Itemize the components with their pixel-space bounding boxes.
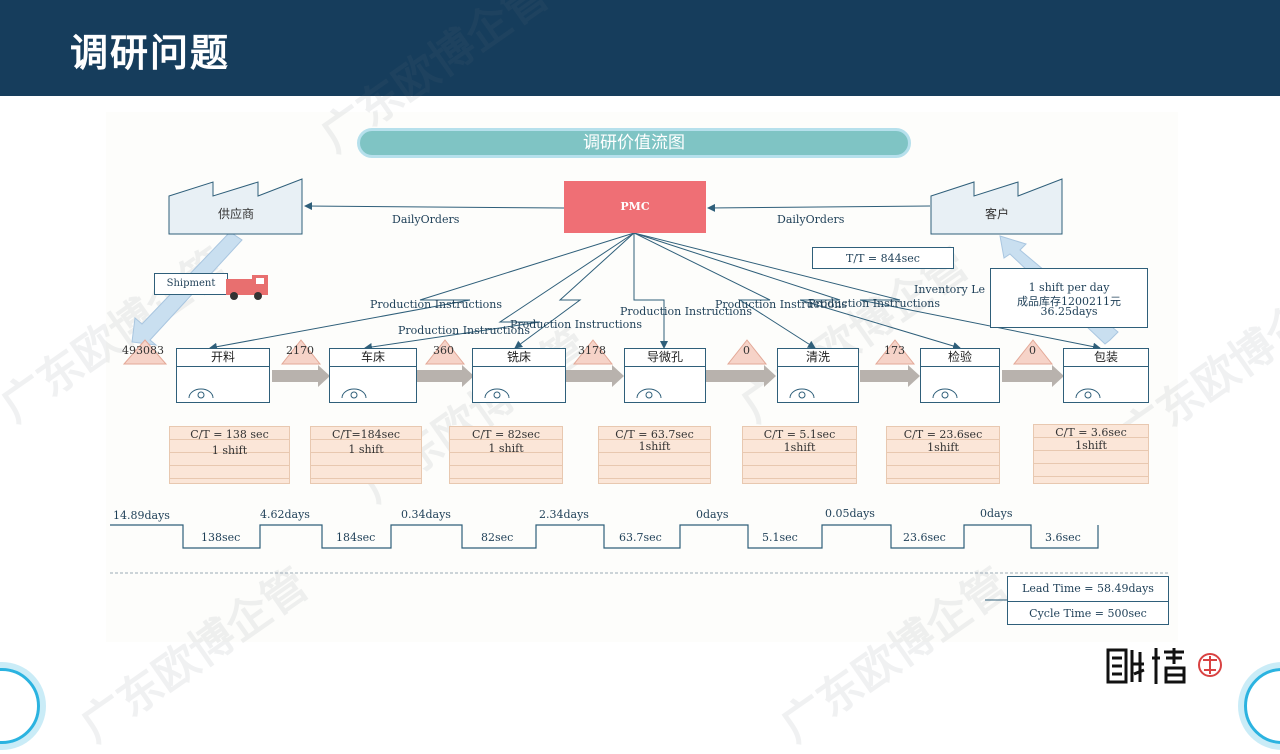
- customer-info-line3: 36.25days: [991, 305, 1147, 318]
- timeline-seconds: 3.6sec: [1045, 531, 1081, 544]
- operator-icon: [187, 387, 215, 399]
- inventory-value: 0: [743, 344, 750, 357]
- process-box: 开料: [176, 348, 270, 403]
- inventory-level-label: Inventory Le: [914, 283, 985, 296]
- inventory-value: 360: [433, 344, 454, 357]
- data-box: C/T = 63.7sec 1shift: [598, 426, 711, 484]
- inventory-value: 3178: [578, 344, 606, 357]
- inventory-value: 0: [1029, 344, 1036, 357]
- timeline-days: 0.05days: [825, 507, 875, 520]
- operator-icon: [788, 387, 816, 399]
- production-instructions-label: Production Instructions: [510, 318, 642, 331]
- customer-label: 客户: [930, 205, 1064, 222]
- process-name: 铣床: [473, 349, 565, 367]
- process-name: 包装: [1064, 349, 1148, 367]
- cycle-time: C/T=184sec: [311, 428, 421, 441]
- timeline-days: 14.89days: [113, 509, 170, 522]
- takt-time-label: T/T = 844sec: [813, 252, 953, 265]
- instruction-line: [634, 233, 815, 348]
- push-arrow: [272, 365, 330, 387]
- timeline-days: 0days: [980, 507, 1012, 520]
- pmc-box: PMC: [564, 181, 706, 233]
- takt-time-box: T/T = 844sec: [812, 247, 954, 269]
- inventory-value: 2170: [286, 344, 314, 357]
- shift-count: 1shift: [887, 441, 999, 454]
- timeline-seconds: 184sec: [336, 531, 375, 544]
- data-box: C/T = 82sec 1 shift: [449, 426, 563, 484]
- process-name: 开料: [177, 349, 269, 367]
- process-box: 清洗: [777, 348, 859, 403]
- process-box: 检验: [920, 348, 1000, 403]
- cycle-time: C/T = 82sec: [450, 428, 562, 441]
- push-arrow: [706, 365, 776, 387]
- shift-count: 1shift: [743, 441, 856, 454]
- shipment-label: Shipment: [154, 273, 228, 295]
- data-box: C/T = 138 sec 1 shift: [169, 426, 290, 484]
- timeline-days: 4.62days: [260, 508, 310, 521]
- process-box: 铣床: [472, 348, 566, 403]
- timeline-seconds: 5.1sec: [762, 531, 798, 544]
- timeline-ladder: [110, 525, 1098, 548]
- shift-count: 1shift: [1034, 439, 1148, 452]
- daily-orders-label: DailyOrders: [392, 213, 459, 226]
- cycle-time: C/T = 23.6sec: [887, 428, 999, 441]
- operator-icon: [340, 387, 368, 399]
- data-box: C/T = 23.6sec 1shift: [886, 426, 1000, 484]
- cycle-time: C/T = 3.6sec: [1034, 426, 1148, 439]
- process-box: 车床: [329, 348, 417, 403]
- cycle-time-total: Cycle Time = 500sec: [1008, 602, 1168, 626]
- lead-time: Lead Time = 58.49days: [1008, 577, 1168, 602]
- shipment-truck: Shipment: [154, 273, 270, 301]
- timeline-seconds: 138sec: [201, 531, 240, 544]
- data-box: C/T=184sec 1 shift: [310, 426, 422, 484]
- push-arrow: [566, 365, 624, 387]
- operator-icon: [1074, 387, 1102, 399]
- timeline-seconds: 23.6sec: [903, 531, 946, 544]
- operator-icon: [931, 387, 959, 399]
- inventory-value: 493083: [122, 344, 164, 357]
- customer-info-box: 1 shift per day 成品库存1200211元 36.25days: [990, 268, 1148, 328]
- data-box: C/T = 3.6sec 1shift: [1033, 424, 1149, 484]
- process-box: 包装: [1063, 348, 1149, 403]
- truck-icon: [224, 273, 270, 301]
- production-instructions-label: Production Instructions: [808, 297, 940, 310]
- shift-count: 1shift: [599, 440, 710, 453]
- inventory-value: 173: [884, 344, 905, 357]
- operator-icon: [483, 387, 511, 399]
- shift-count: 1 shift: [170, 444, 289, 457]
- cycle-time: C/T = 138 sec: [170, 428, 289, 441]
- timeline-days: 0days: [696, 508, 728, 521]
- push-arrow: [860, 365, 920, 387]
- shift-count: 1 shift: [450, 442, 562, 455]
- operator-icon: [635, 387, 663, 399]
- supplier-label: 供应商: [168, 205, 304, 222]
- process-box: 导微孔: [624, 348, 706, 403]
- production-instructions-label: Production Instructions: [370, 298, 502, 311]
- daily-orders-arrow-right: [708, 206, 930, 208]
- supplier-factory: 供应商: [168, 178, 304, 235]
- cycle-time: C/T = 5.1sec: [743, 428, 856, 441]
- customer-factory: 客户: [930, 178, 1064, 235]
- timeline-seconds: 82sec: [481, 531, 513, 544]
- data-box: C/T = 5.1sec 1shift: [742, 426, 857, 484]
- push-arrow: [416, 365, 474, 387]
- daily-orders-label: DailyOrders: [777, 213, 844, 226]
- daily-orders-arrow-left: [305, 206, 564, 208]
- company-logo: [1104, 644, 1224, 688]
- timeline-days: 0.34days: [401, 508, 451, 521]
- process-name: 导微孔: [625, 349, 705, 367]
- summary-box: Lead Time = 58.49days Cycle Time = 500se…: [1007, 576, 1169, 625]
- vsm-banner: 调研价值流图: [357, 128, 911, 158]
- process-name: 清洗: [778, 349, 858, 367]
- process-name: 车床: [330, 349, 416, 367]
- timeline-days: 2.34days: [539, 508, 589, 521]
- timeline-seconds: 63.7sec: [619, 531, 662, 544]
- process-name: 检验: [921, 349, 999, 367]
- shift-count: 1 shift: [311, 443, 421, 456]
- push-arrow: [1002, 365, 1064, 387]
